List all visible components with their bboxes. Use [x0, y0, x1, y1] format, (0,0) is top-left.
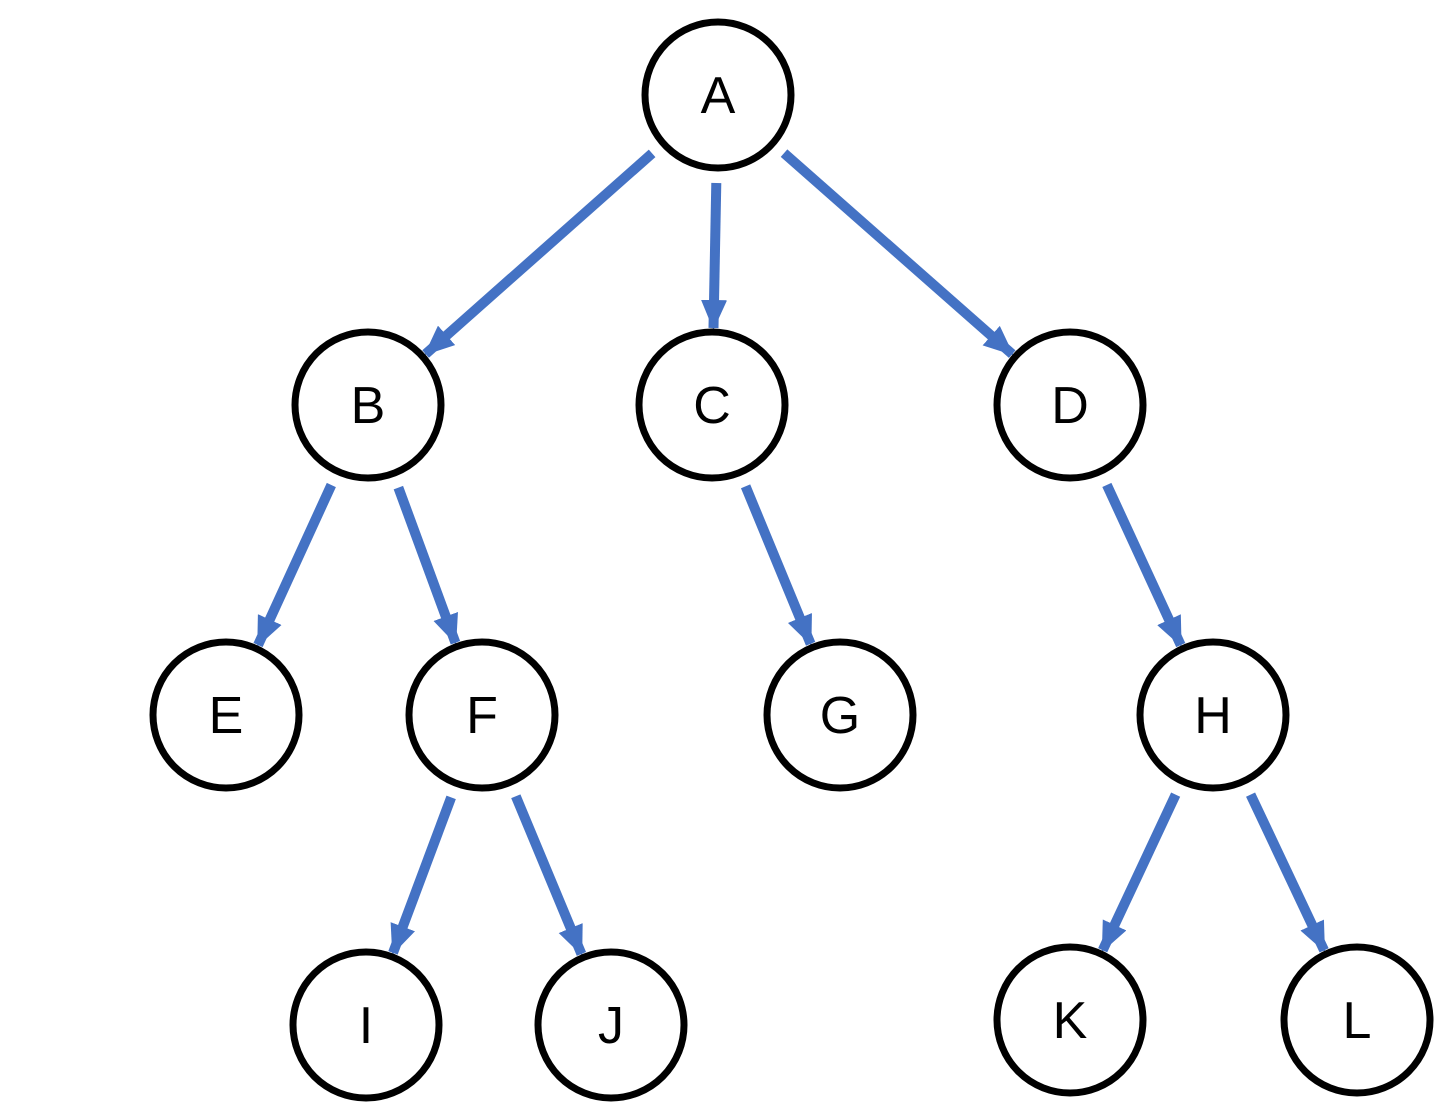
node-circle-F	[405, 638, 559, 792]
node-circle-H	[1136, 638, 1290, 792]
node-K: K	[993, 943, 1147, 1097]
node-label-F: F	[466, 687, 498, 745]
edge-A-B	[422, 149, 656, 358]
node-A: A	[641, 18, 795, 172]
edge-F-J	[511, 794, 587, 956]
node-G: G	[763, 638, 917, 792]
node-C: C	[635, 328, 789, 482]
edge-D-H	[1102, 482, 1186, 648]
node-J: J	[534, 948, 688, 1102]
node-circle-I	[289, 948, 443, 1102]
edge-A-C	[701, 182, 728, 331]
edge-F-I	[388, 795, 456, 955]
node-label-C: C	[693, 377, 731, 435]
node-label-K: K	[1053, 992, 1088, 1050]
node-circle-K	[993, 943, 1147, 1097]
node-label-I: I	[359, 997, 373, 1055]
node-E: E	[149, 638, 303, 792]
node-B: B	[291, 328, 445, 482]
edge-C-G	[740, 484, 816, 646]
node-F: F	[405, 638, 559, 792]
node-circle-D	[993, 328, 1147, 482]
node-label-E: E	[209, 687, 244, 745]
edge-H-K	[1098, 792, 1181, 953]
node-circle-G	[763, 638, 917, 792]
edge-B-F	[393, 485, 461, 645]
edge-H-L	[1246, 792, 1329, 953]
node-I: I	[289, 948, 443, 1102]
node-label-H: H	[1194, 687, 1232, 745]
node-circle-J	[534, 948, 688, 1102]
node-label-L: L	[1343, 992, 1372, 1050]
node-label-G: G	[820, 687, 860, 745]
node-circle-L	[1280, 943, 1434, 1097]
node-label-J: J	[598, 997, 624, 1055]
node-circle-E	[149, 638, 303, 792]
node-label-B: B	[351, 377, 386, 435]
node-circle-C	[635, 328, 789, 482]
node-H: H	[1136, 638, 1290, 792]
edge-B-E	[253, 482, 336, 648]
node-label-D: D	[1051, 377, 1089, 435]
node-label-A: A	[701, 67, 736, 125]
node-D: D	[993, 328, 1147, 482]
node-circle-B	[291, 328, 445, 482]
node-L: L	[1280, 943, 1434, 1097]
edge-A-D	[780, 149, 1016, 358]
node-circle-A	[641, 18, 795, 172]
